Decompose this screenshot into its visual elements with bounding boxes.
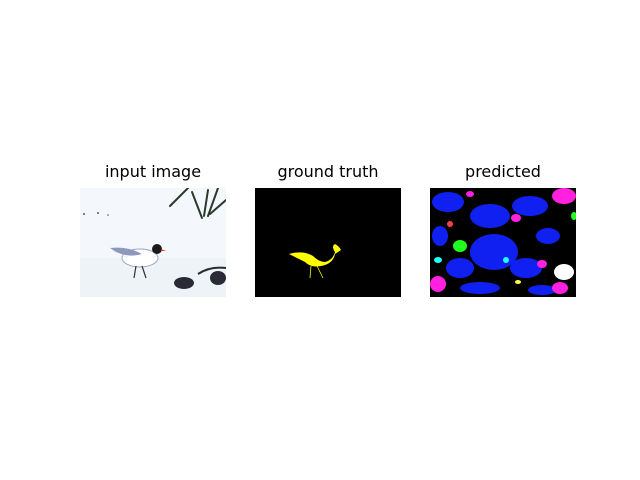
bird-mask — [289, 244, 341, 267]
bird-legs-mask — [309, 265, 324, 279]
predicted-title: predicted — [465, 162, 541, 181]
predicted-segmentation — [430, 188, 576, 297]
input-image-title: input image — [104, 162, 202, 181]
input-image-panel: input image — [80, 162, 226, 297]
ground-truth-title: ground truth — [277, 162, 379, 181]
ground-truth-panel: ground truth — [255, 162, 401, 297]
predicted-panel: predicted — [430, 162, 576, 297]
bird-shape — [110, 244, 166, 279]
input-image-photo — [80, 188, 226, 297]
ground-truth-mask — [255, 188, 401, 297]
